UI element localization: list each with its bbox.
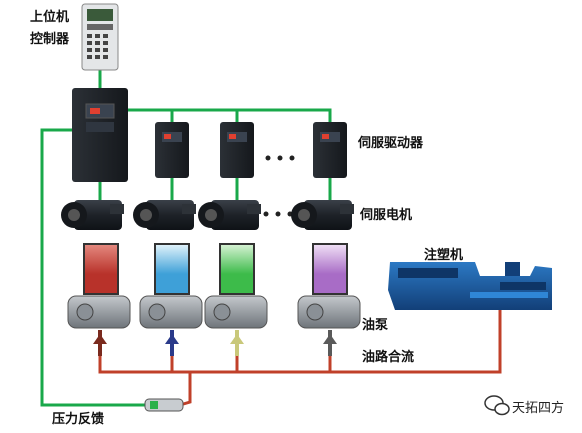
label-servo-motor: 伺服电机 [360, 208, 413, 223]
servo-driver-3 [220, 122, 254, 178]
label-servo-driver: 伺服驱动器 [358, 136, 424, 151]
watermark-text: 天拓四方 [512, 401, 565, 416]
servo-motor-3 [198, 200, 261, 230]
label-oil-merge: 油路合流 [362, 350, 415, 365]
servo-driver-4 [313, 122, 347, 178]
oil-pump-2 [139, 295, 203, 329]
oil-pump-4 [297, 295, 361, 329]
servo-driver-main [72, 88, 128, 182]
label-controller: 控制器 [30, 32, 70, 47]
controller-device [81, 3, 119, 71]
pressure-sensor [144, 398, 184, 412]
dots-ellipsis-icon [263, 155, 295, 217]
oil-tank-blue [154, 243, 190, 295]
oil-pump-3 [204, 295, 268, 329]
signal-lines [40, 70, 332, 407]
oil-pump-1 [67, 295, 131, 329]
servo-driver-2 [155, 122, 189, 178]
oil-tank-red [83, 243, 119, 295]
oil-tank-purple [312, 243, 348, 295]
oil-tank-green [219, 243, 255, 295]
label-upper-computer: 上位机 [30, 10, 70, 25]
label-injection-machine: 注塑机 [424, 248, 464, 263]
servo-motor-1 [61, 200, 124, 230]
injection-molding-machine [388, 262, 552, 310]
servo-motor-4 [291, 200, 354, 230]
servo-motor-2 [133, 200, 196, 230]
label-pressure-feedback: 压力反馈 [52, 412, 105, 427]
wechat-icon [484, 395, 510, 416]
pump-outlet-arrows [93, 330, 337, 356]
label-oil-pump: 油泵 [362, 318, 389, 333]
